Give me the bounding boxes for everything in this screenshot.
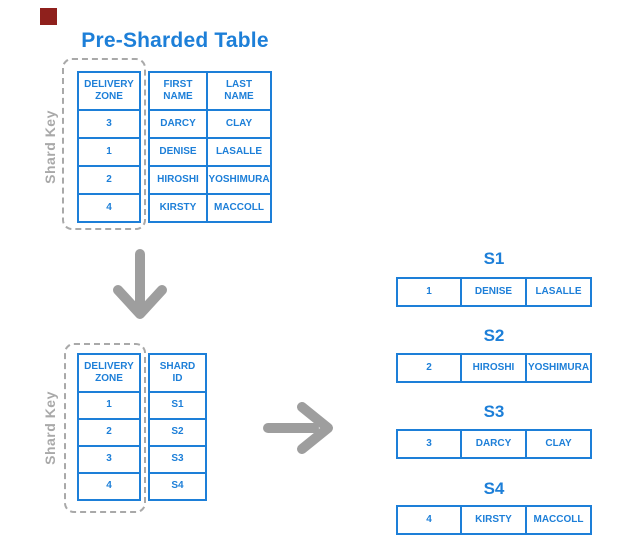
pre-table-lastname-column: LAST NAME CLAY LASALLE YOSHIMURA MACCOLL — [206, 71, 272, 223]
pre-table-header-first-name: FIRST NAME — [148, 71, 208, 111]
pre-table-cell: 2 — [77, 165, 141, 195]
map-table-cell: 3 — [77, 445, 141, 474]
pre-table-header-last-name: LAST NAME — [206, 71, 272, 111]
shard-cell: HIROSHI — [460, 353, 527, 383]
shard-key-outline-pre-table — [62, 58, 146, 230]
map-table-cell: 4 — [77, 472, 141, 501]
pre-table-cell: 3 — [77, 109, 141, 139]
shard-cell: MACCOLL — [525, 505, 592, 535]
red-square-marker — [40, 8, 57, 25]
map-table-shardid-column: SHARD ID S1 S2 S3 S4 — [148, 353, 207, 501]
shard-title-s4: S4 — [483, 479, 505, 498]
map-table-cell: S3 — [148, 445, 207, 474]
pre-table-cell: DENISE — [148, 137, 208, 167]
shard-table-s4: 4 KIRSTY MACCOLL — [396, 505, 592, 535]
map-table-header-shard-id: SHARD ID — [148, 353, 207, 393]
pre-table-shardkey-column: DELIVERY ZONE 3 1 2 4 — [77, 71, 141, 223]
pre-table-cell: 1 — [77, 137, 141, 167]
right-arrow-icon — [263, 402, 333, 454]
shard-title-s1: S1 — [483, 249, 505, 268]
map-table-cell: 2 — [77, 418, 141, 447]
shard-table-s2: 2 HIROSHI YOSHIMURA — [396, 353, 592, 383]
pre-table-header-delivery-zone: DELIVERY ZONE — [77, 71, 141, 111]
shard-key-label-pre-table: Shard Key — [42, 110, 58, 184]
pre-table-cell: MACCOLL — [206, 193, 272, 223]
pre-table-cell: 4 — [77, 193, 141, 223]
shard-title-s2: S2 — [483, 326, 505, 345]
shard-key-outline-map-table — [64, 343, 146, 513]
shard-cell: 3 — [396, 429, 462, 459]
shard-table-s1: 1 DENISE LASALLE — [396, 277, 592, 307]
shard-cell: 4 — [396, 505, 462, 535]
shard-cell: 2 — [396, 353, 462, 383]
shard-cell: 1 — [396, 277, 462, 307]
down-arrow-icon — [113, 249, 167, 319]
shard-table-s3: 3 DARCY CLAY — [396, 429, 592, 459]
shard-title-s3: S3 — [483, 402, 505, 421]
map-table-cell: 1 — [77, 391, 141, 420]
pre-table-cell: YOSHIMURA — [206, 165, 272, 195]
pre-table-cell: LASALLE — [206, 137, 272, 167]
shard-cell: LASALLE — [525, 277, 592, 307]
diagram-title: Pre-Sharded Table — [81, 29, 269, 52]
shard-cell: CLAY — [525, 429, 592, 459]
shard-cell: YOSHIMURA — [525, 353, 592, 383]
map-table-shardkey-column: DELIVERY ZONE 1 2 3 4 — [77, 353, 141, 501]
map-table-cell: S4 — [148, 472, 207, 501]
pre-table-cell: DARCY — [148, 109, 208, 139]
pre-table-cell: HIROSHI — [148, 165, 208, 195]
map-table-header-delivery-zone: DELIVERY ZONE — [77, 353, 141, 393]
shard-key-label-map-table: Shard Key — [42, 391, 58, 465]
map-table-cell: S2 — [148, 418, 207, 447]
map-table-cell: S1 — [148, 391, 207, 420]
shard-cell: DARCY — [460, 429, 527, 459]
pre-table-cell: KIRSTY — [148, 193, 208, 223]
shard-cell: DENISE — [460, 277, 527, 307]
pre-table-firstname-column: FIRST NAME DARCY DENISE HIROSHI KIRSTY — [148, 71, 208, 223]
shard-cell: KIRSTY — [460, 505, 527, 535]
pre-table-cell: CLAY — [206, 109, 272, 139]
